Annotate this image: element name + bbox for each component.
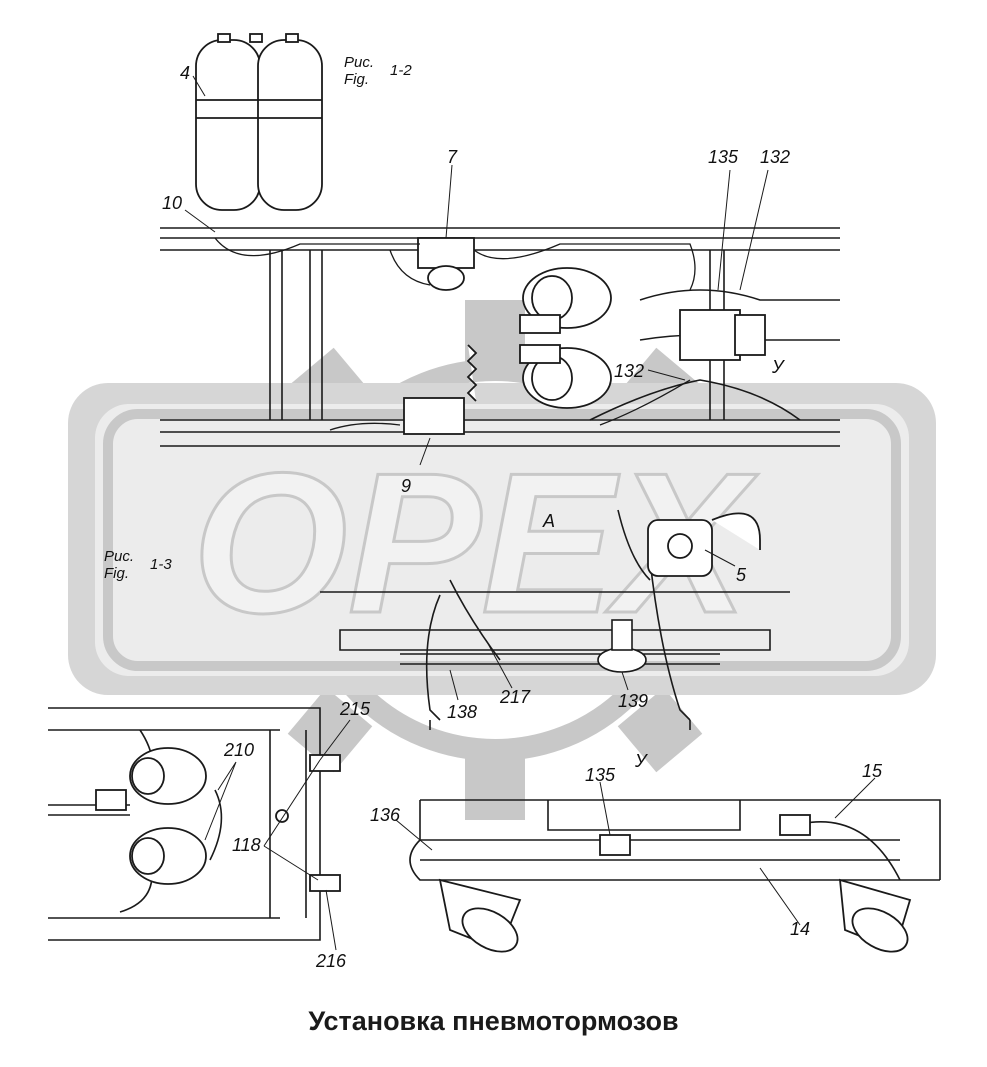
callout-210: 210 — [224, 740, 255, 760]
callout-215: 215 — [340, 699, 371, 719]
brake-chambers-bottom-right — [438, 814, 912, 953]
callout-138: 138 — [447, 702, 478, 722]
callout-14: 14 — [790, 919, 811, 939]
view-label-u-top: У — [772, 357, 784, 377]
brake-chambers-top — [519, 267, 766, 409]
callout-7: 7 — [447, 147, 458, 167]
watermark-banner — [68, 383, 936, 695]
callout-132-mid: 132 — [614, 361, 645, 381]
callout-132-top: 132 — [760, 147, 791, 167]
valve-7 — [417, 237, 475, 291]
figure-ref-en: Fig. — [104, 565, 130, 583]
air-lines-top — [214, 237, 696, 431]
component-5 — [647, 512, 761, 577]
callout-136: 136 — [370, 805, 401, 825]
figure-ref-number: 1-3 — [150, 556, 172, 573]
callout-216: 216 — [316, 951, 347, 971]
valve-9 — [403, 344, 478, 435]
view-label-a: А — [543, 511, 556, 531]
callout-139: 139 — [618, 691, 649, 711]
callout-4: 4 — [180, 63, 191, 83]
figure-ref-ru: Рис. — [104, 548, 135, 565]
view-label-u-bottom: У — [635, 751, 647, 771]
figure-ref-1-2: Рис. Fig. 1-2 — [344, 54, 412, 89]
callout-9: 9 — [401, 476, 412, 496]
figure-ref-1-3: Рис. Fig. 1-3 — [104, 548, 172, 583]
callout-135-bottom: 135 — [585, 765, 616, 785]
air-receivers — [195, 33, 323, 211]
brake-chambers-bottom-left — [95, 747, 341, 892]
callout-15: 15 — [862, 761, 883, 781]
callout-135-top: 135 — [708, 147, 739, 167]
bottom-left-view — [48, 707, 321, 941]
callout-118: 118 — [232, 835, 261, 855]
figure-ref-ru: Рис. — [344, 54, 375, 71]
callout-10: 10 — [162, 193, 183, 213]
figure-ref-en: Fig. — [344, 71, 370, 89]
callout-217: 217 — [500, 687, 531, 707]
figure-caption: Установка пневмотормозов — [308, 1006, 679, 1036]
callout-5: 5 — [736, 565, 747, 585]
leader-lines — [184, 75, 876, 951]
figure-ref-number: 1-2 — [390, 62, 412, 79]
middle-assembly — [320, 509, 790, 730]
